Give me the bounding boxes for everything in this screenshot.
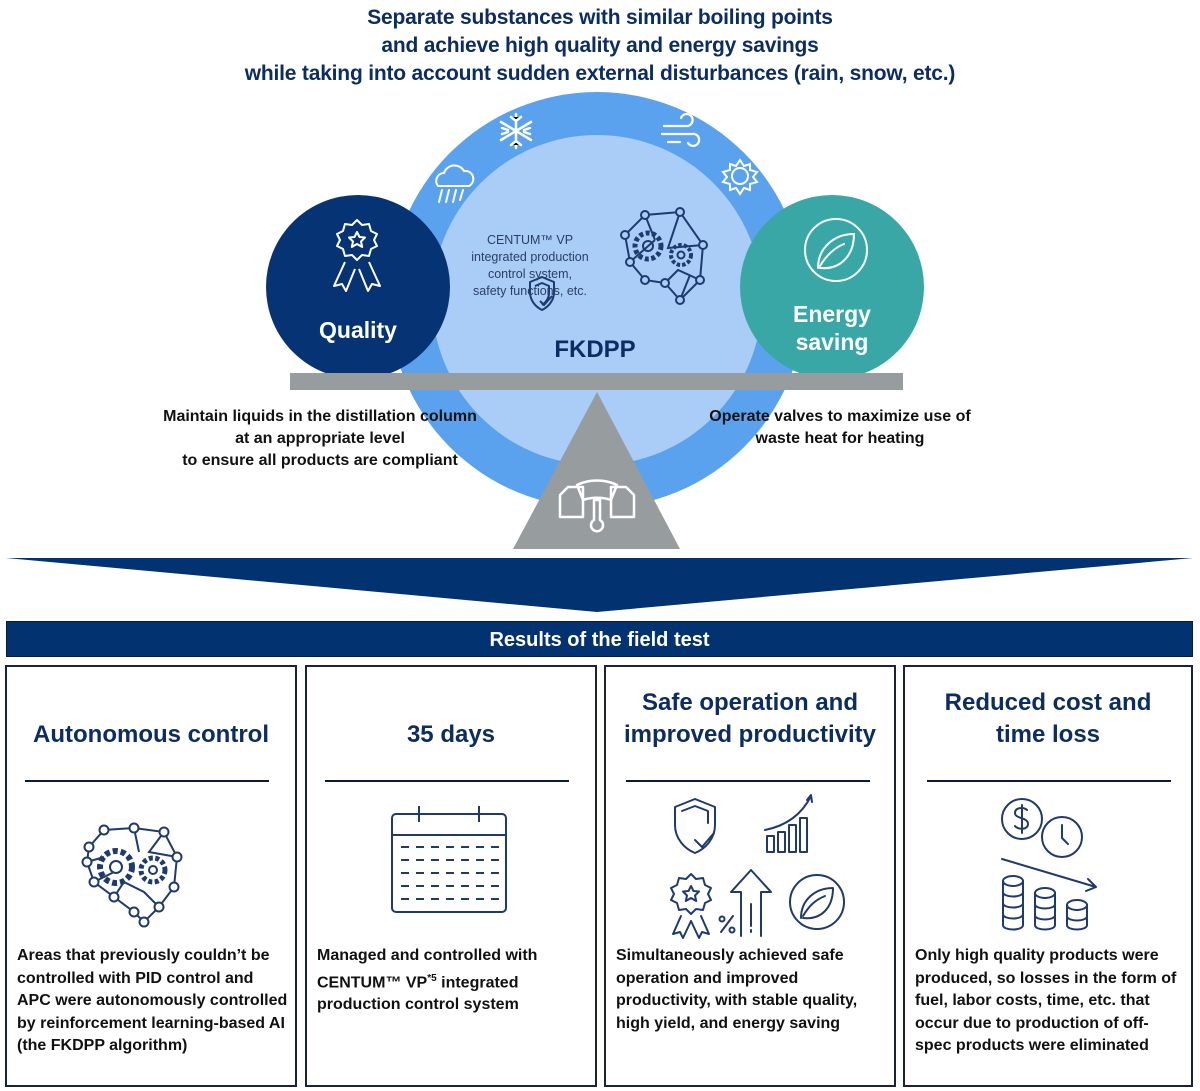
headline-line-3: while taking into account sudden externa… [244,62,956,85]
snowflake-icon [499,112,533,150]
result-card-reduced-cost: Reduced cost and time loss Only high qua… [903,665,1193,1087]
card-body: Only high quality products were produced… [915,947,1177,1054]
quality-circle [266,195,450,379]
quality-description: Maintain liquids in the distillation col… [163,408,477,469]
result-card-safe-operation: Safe operation and improved productivity [604,665,896,1087]
leaf-icon [789,874,845,930]
calendar-icon [391,806,507,913]
headline: Separate substances with similar boiling… [0,4,1200,88]
clock-icon [1041,816,1083,858]
leaf-icon [804,218,868,282]
card-body: Managed and controlled with CENTUM™ VP*5… [317,947,538,1014]
quality-label: Quality [319,317,397,343]
card-title: 35 days [406,721,496,748]
cost-time-icons [1001,798,1097,931]
gauge-icon [558,479,636,533]
result-card-35-days: 35 days Managed and controlled with CENT… [305,665,597,1087]
award-ribbon-icon [333,219,381,292]
card-divider [325,780,569,782]
card-body: Areas that previously couldn’t be contro… [17,947,288,1054]
shield-check-icon [529,276,555,311]
down-trend-arrow-icon [1001,858,1097,892]
result-card-autonomous-control: Autonomous control Areas that previously… [5,665,297,1087]
headline-line-2: and achieve high quality and energy savi… [381,34,819,57]
card-title: Autonomous control [33,721,269,748]
rain-cloud-icon [435,164,475,203]
balance-fulcrum [513,392,680,549]
card-divider [25,780,269,782]
centum-system-text: CENTUM™ VP integrated production control… [471,233,589,298]
energy-circle [740,195,924,379]
wind-icon [660,112,701,147]
ai-brain-gears-icon [81,822,183,928]
safe-operation-icons [670,794,845,939]
dollar-coin-icon [1001,798,1043,840]
shield-check-icon [674,798,716,854]
percent-up-arrow-icon [718,869,772,937]
card-title: Safe operation and improved productivity [623,689,877,748]
headline-line-1: Separate substances with similar boiling… [367,6,833,29]
card-divider [626,780,870,782]
award-ribbon-icon [670,873,712,939]
card-title: Reduced cost and time loss [944,689,1152,748]
fkdpp-label: FKDPP [554,336,636,363]
growth-chart-icon [764,794,813,853]
card-body: Simultaneously achieved safe operation a… [616,947,858,1032]
card-divider [927,780,1171,782]
ai-brain-gears-icon [620,207,708,305]
balance-beam [290,373,903,390]
coin-stacks-icon [1002,875,1088,931]
down-arrow-band [6,558,1193,612]
results-header: Results of the field test [6,621,1193,657]
energy-saving-label: Energy saving [793,301,871,355]
balance-diagram [6,92,1193,612]
sun-icon [721,158,759,196]
energy-description: Operate valves to maximize use of waste … [709,408,971,447]
